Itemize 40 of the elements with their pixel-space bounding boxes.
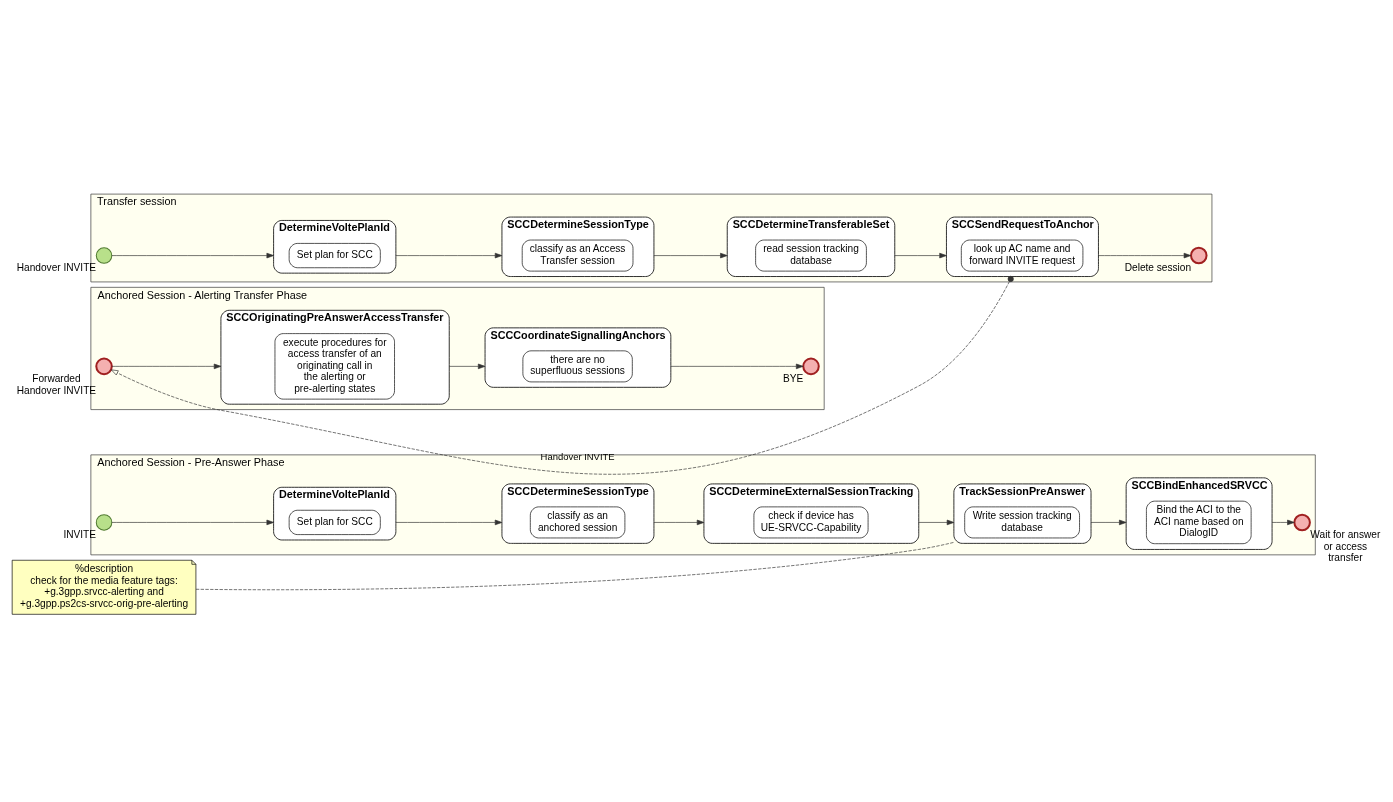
- arrow: [653, 519, 705, 525]
- arrow: [395, 252, 503, 258]
- node-box: classify as an anchored session: [530, 506, 626, 538]
- node-box: look up AC name and forward INVITE request: [961, 239, 1084, 271]
- node-box: Set plan for SCC: [288, 509, 381, 535]
- edge-label: Handover INVITE: [540, 450, 615, 462]
- arrow: [111, 363, 222, 369]
- node-circle: [802, 357, 820, 375]
- node-box: execute procedures for access transfer of an originating call in the alerting or pre-alerting states: [274, 332, 395, 399]
- node-box: Bind the ACI to the ACI name based on DialogID: [1146, 500, 1252, 544]
- node-box: check if device has UE-SRVCC-Capability: [753, 506, 869, 538]
- arrow: [111, 252, 274, 258]
- node-box: read session tracking database: [755, 239, 867, 271]
- node-label: Forwarded Handover INVITE: [16, 372, 97, 396]
- node-box: there are no superfluous sessions: [522, 350, 633, 382]
- node-box: Set plan for SCC: [288, 242, 381, 268]
- node-label: Handover INVITE: [16, 261, 97, 273]
- node-label: Delete session: [1124, 261, 1192, 273]
- node-circle: [95, 513, 113, 531]
- arrow: [1098, 252, 1192, 258]
- arrow: [894, 252, 947, 258]
- node-box: Write session tracking database: [964, 506, 1080, 538]
- arrow: [918, 519, 955, 525]
- node-label: BYE: [782, 372, 804, 384]
- node-circle: [1190, 246, 1208, 264]
- arrow: [1090, 519, 1127, 525]
- connector: [195, 541, 955, 590]
- node-label: INVITE: [63, 528, 97, 540]
- node-circle: [95, 357, 113, 375]
- node-box: classify as an Access Transfer session: [521, 239, 634, 271]
- arrow: [110, 275, 1014, 474]
- arrow: [1271, 519, 1295, 525]
- node-circle: [1293, 513, 1311, 531]
- arrow: [111, 519, 274, 525]
- arrow: [448, 363, 486, 369]
- arrow: [395, 519, 503, 525]
- arrow: [670, 363, 804, 369]
- arrow: [653, 252, 728, 258]
- node-circle: [95, 246, 113, 264]
- node-label: Wait for answer or access transfer: [1310, 528, 1381, 563]
